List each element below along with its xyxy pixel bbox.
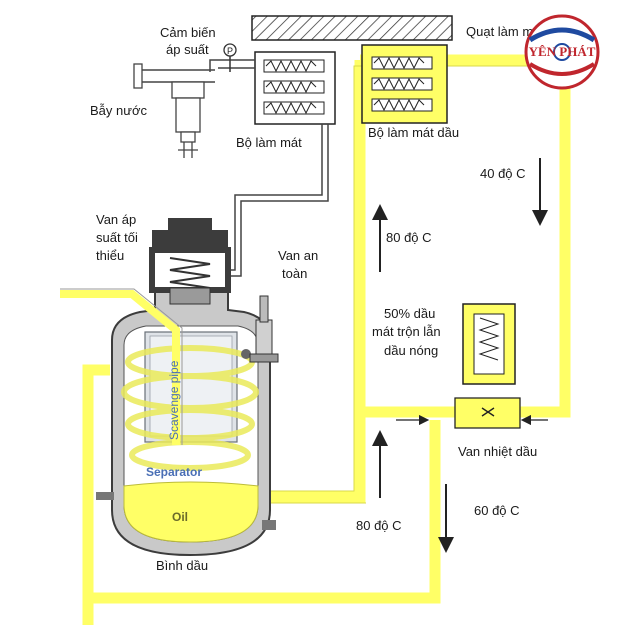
label-min-pressure-2: suất tối — [96, 230, 138, 245]
label-pressure-sensor-2: áp suất — [166, 42, 209, 57]
pressure-symbol: P — [227, 46, 233, 56]
flow-arrows — [372, 158, 548, 553]
label-cooler: Bộ làm mát — [236, 135, 302, 150]
label-safety-valve-1: Van an — [278, 248, 318, 263]
label-safety-valve-2: toàn — [282, 266, 307, 281]
label-separator: Separator — [146, 465, 202, 479]
water-trap — [133, 63, 205, 158]
diagram-labels: Cảm biến áp suất Bẫy nước Bộ làm mát Quạ… — [90, 24, 544, 573]
oil-cooler — [361, 44, 448, 124]
label-oil-tank: Bình dầu — [156, 558, 208, 573]
label-thermo-valve: Van nhiệt dầu — [458, 444, 537, 459]
thermal-valve — [454, 303, 521, 429]
oil-piping — [82, 54, 571, 625]
label-water-trap: Bẫy nước — [90, 103, 147, 118]
label-pressure-sensor-1: Cảm biến — [160, 25, 216, 40]
label-oil-cooler: Bộ làm mát dầu — [368, 125, 459, 140]
label-oil: Oil — [172, 510, 188, 524]
label-mixed-oil-1: 50% dầu — [384, 306, 435, 321]
label-mixed-oil-3: dầu nóng — [384, 343, 438, 358]
label-temp-60: 60 độ C — [474, 503, 520, 518]
oil-tank — [60, 218, 276, 557]
logo-text: YÊN PHÁT — [529, 44, 596, 59]
label-temp-80-up: 80 độ C — [386, 230, 432, 245]
pressure-sensor: P — [223, 43, 237, 72]
safety-valve — [249, 295, 279, 363]
air-cooler — [254, 51, 336, 125]
label-min-pressure-1: Van áp — [96, 212, 136, 227]
label-scavenge: Scavenge pipe — [167, 360, 181, 440]
label-mixed-oil-2: mát trộn lẫn — [372, 324, 441, 339]
yen-phat-logo: YÊN PHÁT — [524, 14, 600, 90]
cooling-fan — [251, 15, 453, 41]
label-fan: Quạt làm mát — [466, 24, 544, 39]
label-temp-40: 40 độ C — [480, 166, 526, 181]
label-temp-80-low: 80 độ C — [356, 518, 402, 533]
label-min-pressure-3: thiểu — [96, 248, 124, 263]
